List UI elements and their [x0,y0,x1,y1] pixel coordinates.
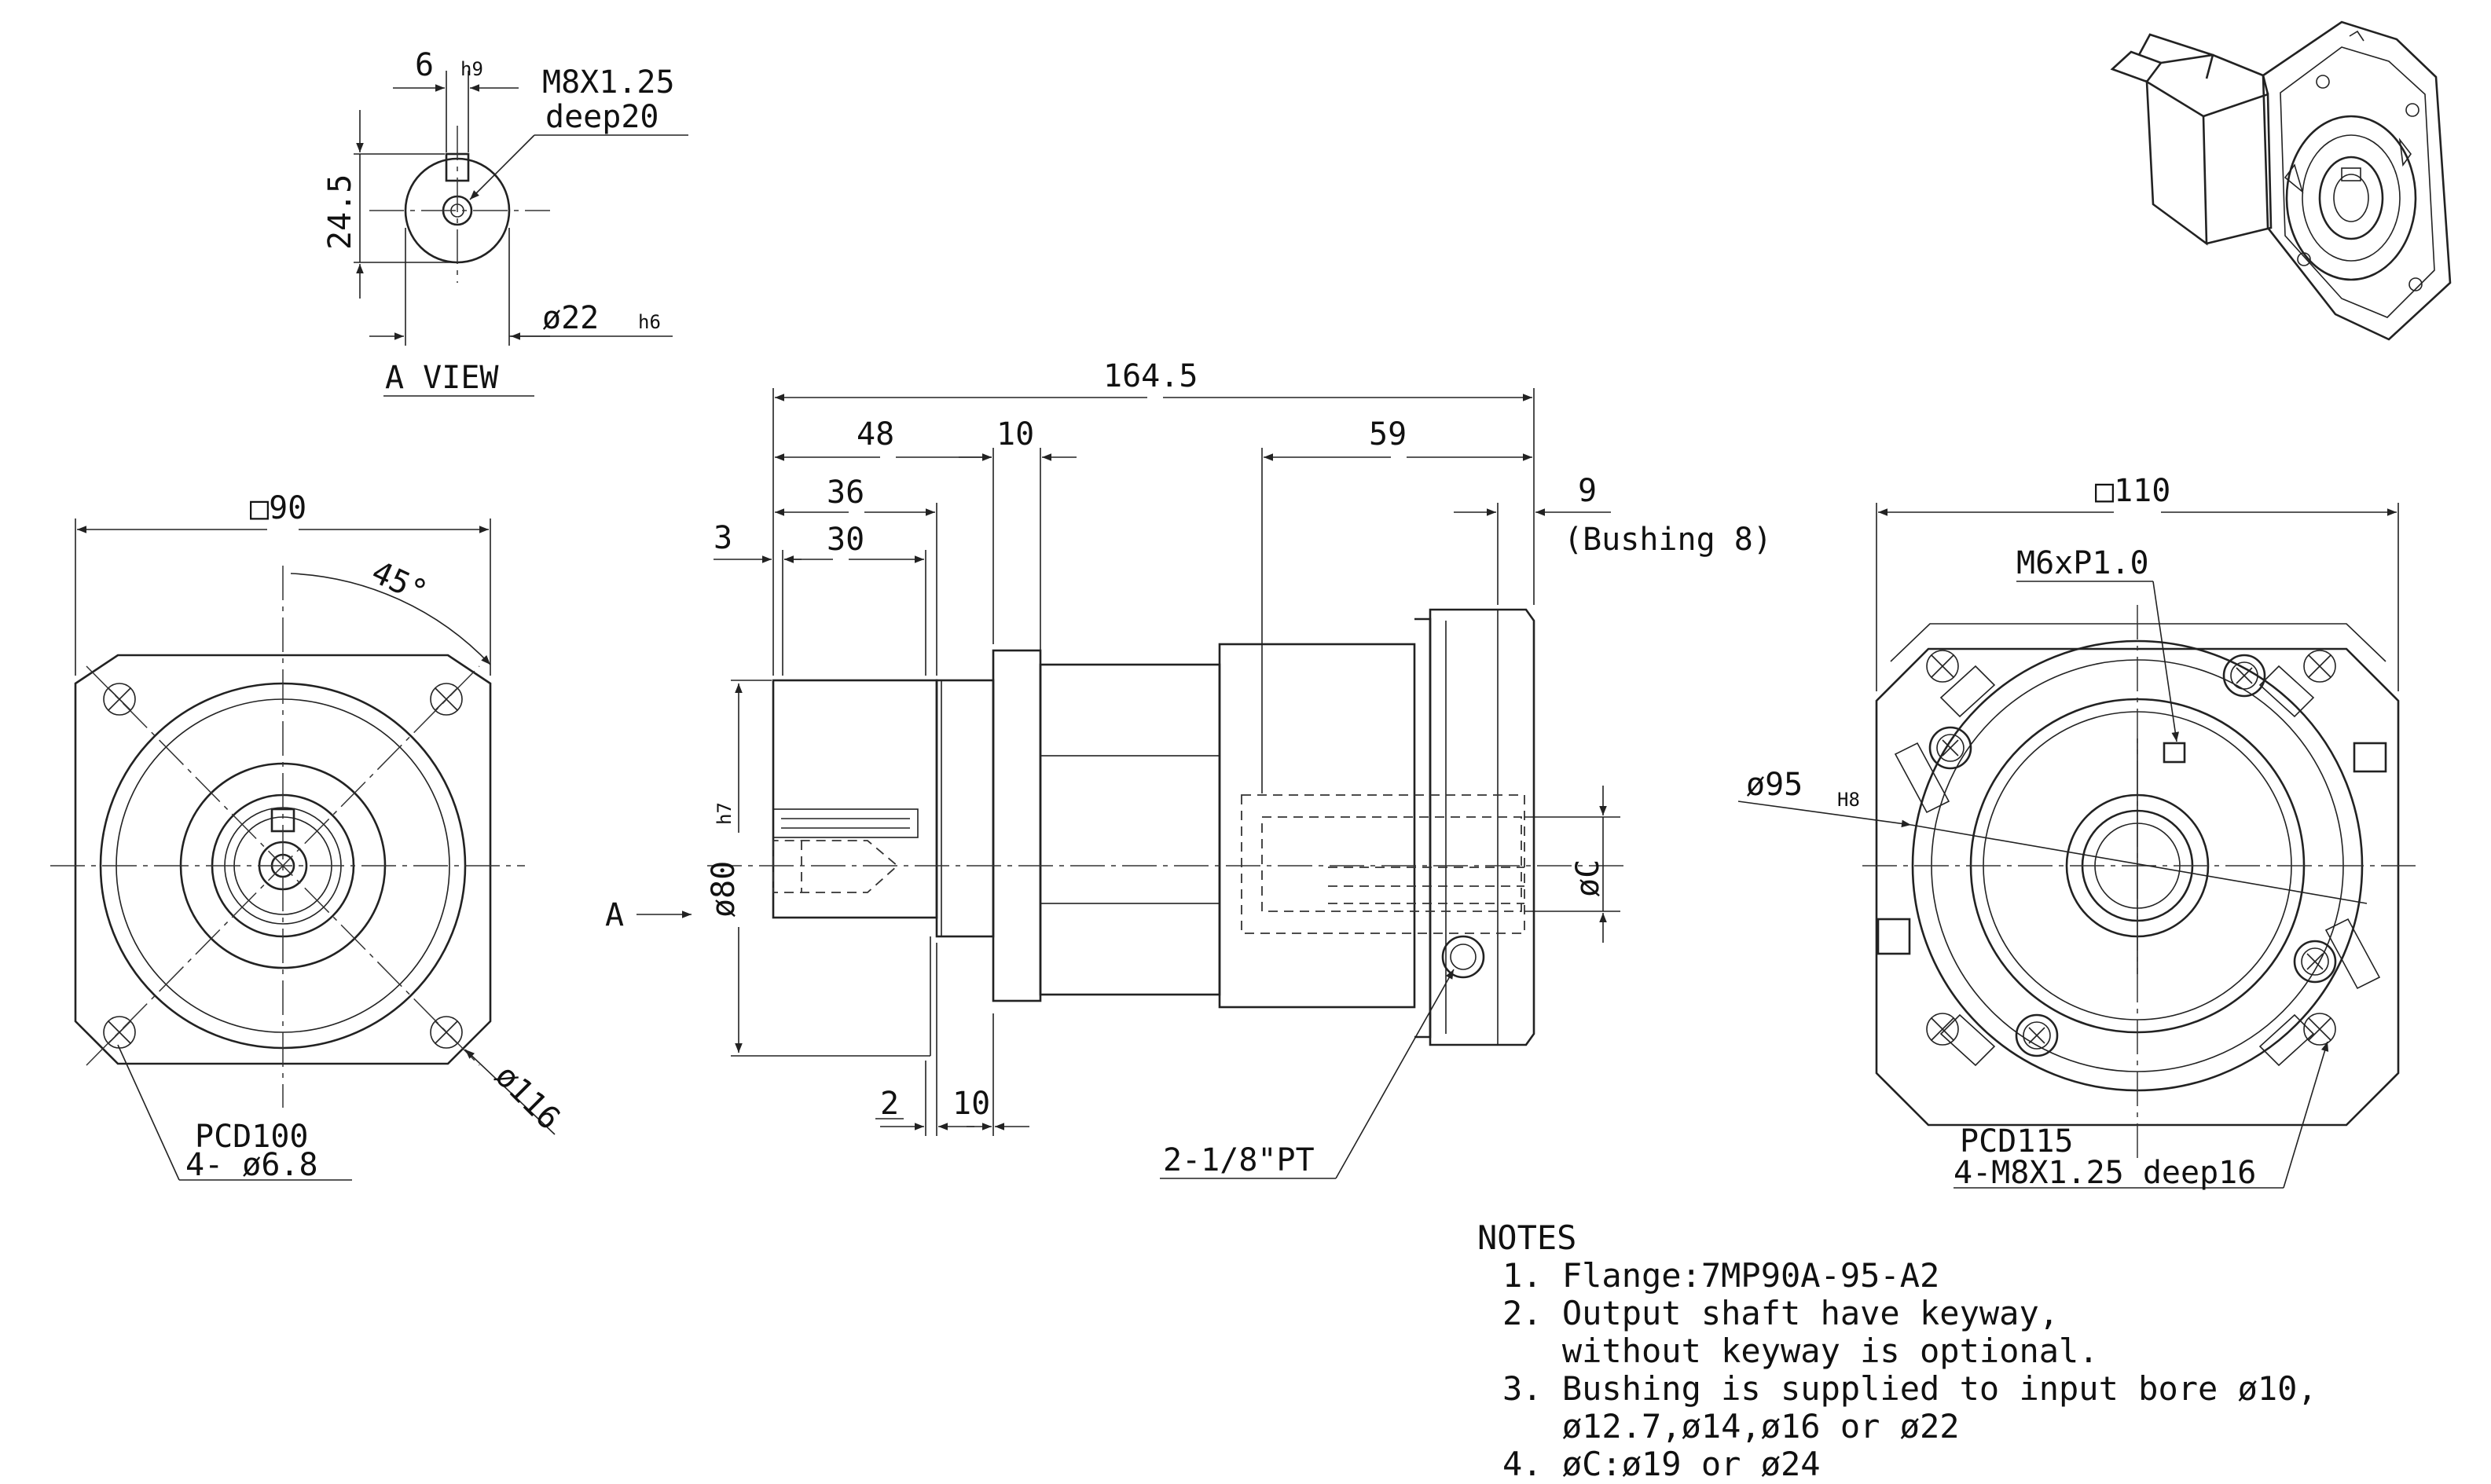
gearbox-isometric-icon [2110,20,2452,341]
side-view-dim-36: 36 [827,475,864,511]
note-line: 2. Output shaft have keyway, [1502,1294,2059,1332]
note-line: ø12.7,ø14,ø16 or ø22 [1502,1407,1960,1446]
side-view-dim-2: 2 [880,1086,899,1122]
rear-view-bore-diameter: ø95 [1746,767,1803,803]
note-line: 4. øC:ø19 or ø24 [1502,1445,1821,1483]
front-view-angle: 45° [366,554,433,610]
a-view-key-tolerance: h9 [460,58,483,80]
side-view: 164.5 48 10 59 36 9 (Bushing 8) 3 30 ø80… [605,358,1772,1179]
front-view: □90 45° PCD100 4- ø6.8 ø116 [50,490,567,1183]
a-view-caption: A VIEW [385,360,499,396]
rear-view-square: □110 [2095,473,2170,509]
rear-view-tap: 4-M8X1.25 deep16 [1954,1155,2256,1191]
a-view-tap-depth: deep20 [545,99,659,135]
rear-view-screw: M6xP1.0 [2016,545,2149,581]
side-view-dim-30: 30 [827,522,864,558]
rear-view: □110 M6xP1.0 ø95 H8 PCD115 4-M8X1.25 dee… [1737,473,2420,1191]
side-view-bushing: (Bushing 8) [1564,522,1772,558]
a-view-height: 24.5 [322,174,358,250]
rear-view-pcd: PCD115 [1960,1123,2074,1160]
a-view-shaft-diameter: ø22 [542,300,599,336]
note-line: 1. Flange:7MP90A-95-A2 [1502,1256,1939,1295]
side-view-dim-10-bottom: 10 [952,1086,990,1122]
side-view-overall-length: 164.5 [1103,358,1198,394]
note-line: 3. Bushing is supplied to input bore ø10… [1502,1369,2317,1408]
a-view-detail: 6 h9 M8X1.25 deep20 24.5 ø22 h6 A VIEW [322,47,688,397]
side-view-dim-3: 3 [714,520,732,556]
side-view-plug: 2-1/8"PT [1163,1142,1315,1178]
front-view-holes: 4- ø6.8 [185,1147,318,1183]
note-line: without keyway is optional. [1502,1332,2099,1370]
side-view-pilot-diameter: ø80 [706,861,742,918]
side-view-dim-59: 59 [1369,416,1407,453]
notes-block: NOTES 1. Flange:7MP90A-95-A2 2. Output s… [1477,1218,2317,1483]
side-view-dim-10-top: 10 [996,416,1034,453]
side-view-dim-48: 48 [857,416,894,453]
notes-heading: NOTES [1477,1218,1576,1257]
side-view-view-marker: A [605,897,624,933]
side-view-dim-9: 9 [1578,473,1597,509]
side-view-pilot-tolerance: h7 [714,802,736,825]
a-view-key-width: 6 [415,47,434,83]
a-view-shaft-tolerance: h6 [638,311,661,333]
rear-view-bore-tolerance: H8 [1837,789,1860,811]
a-view-tap-thread: M8X1.25 [542,64,675,101]
front-view-diagonal: ø116 [488,1058,567,1138]
front-view-square: □90 [250,490,306,526]
side-view-bore: øC [1570,859,1606,897]
front-view-pcd: PCD100 [195,1119,309,1155]
